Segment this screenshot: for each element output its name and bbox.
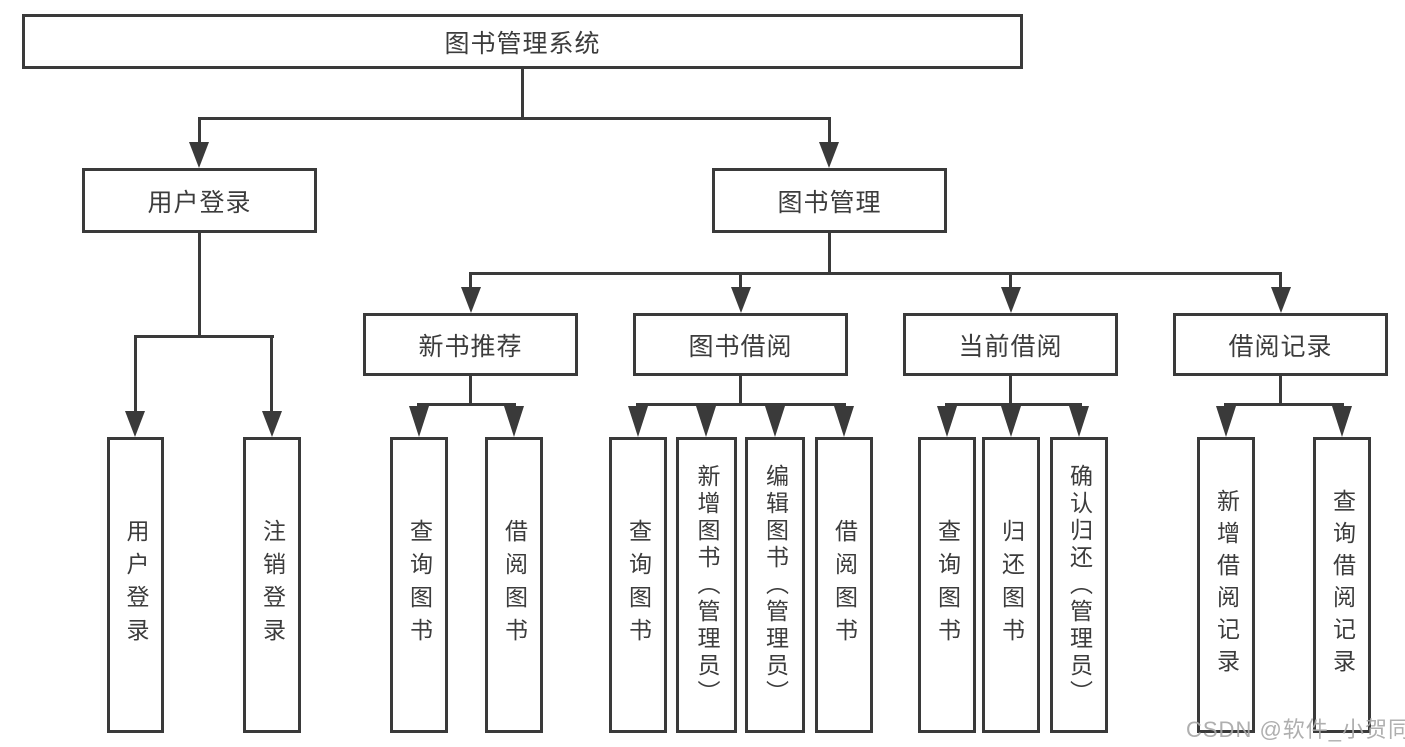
arrow-down-icon [504, 406, 524, 437]
node-root-label: 图书管理系统 [444, 29, 601, 58]
leaf-g2-edit-books-admin-label: 编辑图书（管理员） [762, 463, 789, 707]
node-root-system: 图书管理系统 [22, 14, 1023, 69]
leaf-g1-borrow-books: 借阅图书 [485, 437, 543, 733]
node-new-book-recommend-label: 新书推荐 [418, 332, 523, 361]
connector-drop-new-books [469, 272, 472, 290]
leaf-g2-borrow-books-label: 借阅图书 [831, 519, 858, 651]
node-current-borrow-label: 当前借阅 [958, 332, 1063, 361]
leaf-g3-return-books-label: 归还图书 [998, 519, 1025, 651]
node-current-borrow: 当前借阅 [903, 313, 1118, 376]
connector-drop-book-mgmt [828, 117, 831, 145]
leaf-g3-query-books-label: 查询图书 [934, 519, 961, 651]
connector-drop-user-login [198, 117, 201, 145]
arrow-down-icon [125, 411, 145, 437]
connector-g3-bar [945, 403, 1082, 406]
leaf-logout: 注销登录 [243, 437, 301, 733]
leaf-g4-query-record-label: 查询借阅记录 [1329, 489, 1356, 681]
leaf-g3-return-books: 归还图书 [982, 437, 1040, 733]
leaf-g3-confirm-return-admin: 确认归还（管理员） [1050, 437, 1108, 733]
connector-g3-trunk [1009, 376, 1012, 406]
connector-user-login-trunk [198, 233, 201, 338]
leaf-g2-borrow-books: 借阅图书 [815, 437, 873, 733]
leaf-user-login-label: 用户登录 [123, 519, 149, 651]
leaf-g4-query-record: 查询借阅记录 [1313, 437, 1371, 733]
leaf-g2-edit-books-admin: 编辑图书（管理员） [745, 437, 805, 733]
arrow-down-icon [1271, 287, 1291, 313]
leaf-g3-query-books: 查询图书 [918, 437, 976, 733]
arrow-down-icon [1332, 406, 1352, 437]
arrow-down-icon [189, 142, 209, 168]
connector-g2-bar [636, 403, 846, 406]
connector-level2-bar [198, 117, 831, 120]
leaf-logout-label: 注销登录 [259, 519, 286, 651]
arrow-down-icon [1001, 287, 1021, 313]
connector-drop-login [134, 335, 137, 415]
arrow-down-icon [461, 287, 481, 313]
leaf-user-login: 用户登录 [107, 437, 164, 733]
arrow-down-icon [409, 406, 429, 437]
node-borrow-records: 借阅记录 [1173, 313, 1388, 376]
connector-g4-bar [1224, 403, 1344, 406]
leaf-g4-add-record: 新增借阅记录 [1197, 437, 1255, 733]
leaf-g2-add-books-admin-label: 新增图书（管理员） [694, 463, 720, 707]
node-book-mgmt: 图书管理 [712, 168, 947, 233]
arrow-down-icon [765, 406, 785, 437]
arrow-down-icon [937, 406, 957, 437]
arrow-down-icon [1001, 406, 1021, 437]
leaf-g2-query-books-label: 查询图书 [625, 519, 652, 651]
arrow-down-icon [1069, 406, 1089, 437]
node-new-book-recommend: 新书推荐 [363, 313, 578, 376]
connector-book-mgmt-trunk [828, 233, 831, 275]
node-book-borrow-label: 图书借阅 [688, 332, 793, 361]
connector-drop-borrowing [739, 272, 742, 290]
node-book-borrow: 图书借阅 [633, 313, 848, 376]
node-user-login-label: 用户登录 [147, 188, 252, 217]
arrow-down-icon [731, 287, 751, 313]
arrow-down-icon [262, 411, 282, 437]
watermark: CSDN @软件_小贺同学 [1186, 717, 1405, 742]
arrow-down-icon [819, 142, 839, 168]
connector-root-trunk [521, 68, 524, 117]
node-borrow-records-label: 借阅记录 [1228, 332, 1333, 361]
connector-drop-current [1009, 272, 1012, 290]
arrow-down-icon [628, 406, 648, 437]
connector-g2-trunk [739, 376, 742, 406]
connector-user-login-bar [134, 335, 274, 338]
connector-drop-records [1279, 272, 1282, 290]
leaf-g2-query-books: 查询图书 [609, 437, 667, 733]
leaf-g3-confirm-return-admin-label: 确认归还（管理员） [1066, 463, 1093, 707]
connector-g1-bar [417, 403, 516, 406]
node-book-mgmt-label: 图书管理 [777, 188, 882, 217]
connector-drop-logout [270, 335, 273, 415]
leaf-g2-add-books-admin: 新增图书（管理员） [676, 437, 737, 733]
leaf-g1-query-books-label: 查询图书 [406, 519, 433, 651]
arrow-down-icon [1216, 406, 1236, 437]
leaf-g4-add-record-label: 新增借阅记录 [1213, 489, 1240, 681]
arrow-down-icon [696, 406, 716, 437]
node-user-login: 用户登录 [82, 168, 317, 233]
leaf-g1-query-books: 查询图书 [390, 437, 448, 733]
connector-g4-trunk [1279, 376, 1282, 406]
leaf-g1-borrow-books-label: 借阅图书 [501, 519, 528, 651]
connector-g1-trunk [469, 376, 472, 406]
arrow-down-icon [834, 406, 854, 437]
connector-level3-bar [469, 272, 1282, 275]
